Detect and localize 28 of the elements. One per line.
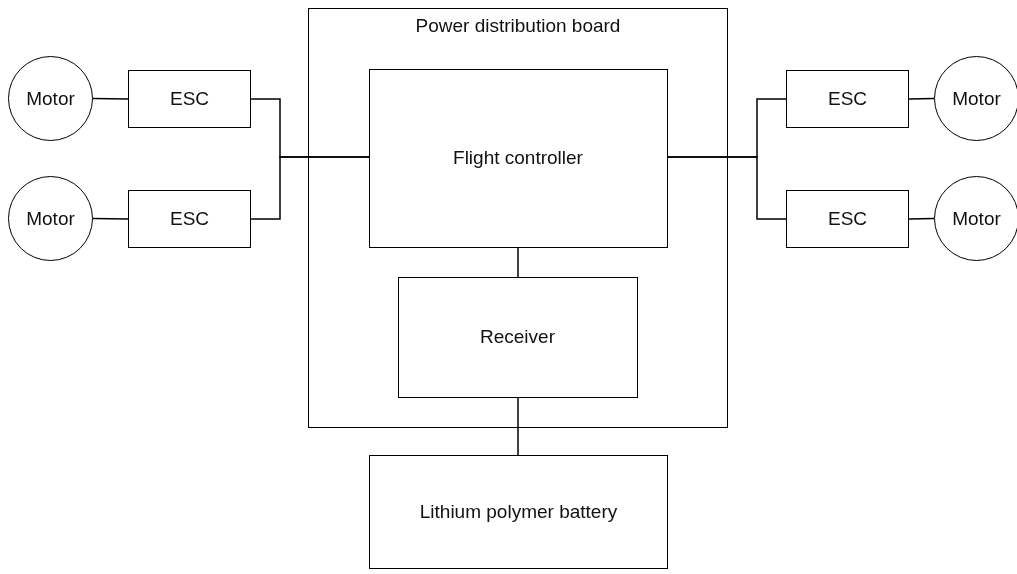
box-label: Receiver (479, 326, 556, 348)
board-box (308, 8, 728, 428)
esc-box (128, 70, 251, 128)
box-label: Motor (951, 207, 1002, 230)
connector-line (517, 247, 519, 278)
connector-line (250, 156, 370, 220)
box-label: ESC (826, 208, 869, 230)
connector-line (908, 97, 935, 100)
receiver-box (397, 276, 638, 398)
connector-line (667, 156, 787, 220)
esc-box (128, 190, 251, 248)
controller-box (368, 68, 668, 248)
connector-line (92, 97, 129, 100)
box-label: ESC (168, 208, 211, 230)
box-label: Motor (25, 207, 76, 230)
box-label: ESC (826, 88, 869, 110)
box-label: Lithium polymer battery (418, 501, 619, 523)
battery-box (369, 455, 668, 569)
box-heading: Power distribution board (414, 15, 622, 37)
box-label: Flight controller (452, 147, 584, 169)
connector-line (517, 397, 519, 456)
connector-line (908, 217, 935, 220)
box-label: Motor (951, 87, 1002, 110)
esc-box (786, 190, 909, 248)
connector-line (92, 217, 129, 220)
box-label: Motor (25, 87, 76, 110)
esc-box (786, 70, 909, 128)
box-label: ESC (168, 88, 211, 110)
